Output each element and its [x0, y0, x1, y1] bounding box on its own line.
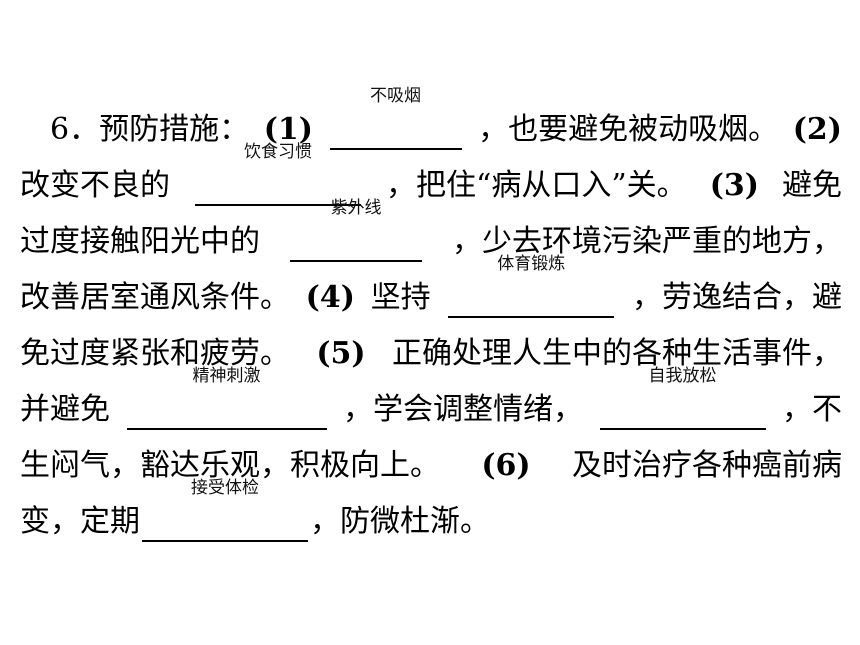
text-segment: 改变不良的 — [20, 168, 170, 203]
blank-answer: 自我放松 — [648, 366, 717, 386]
blank-answer: 接受体检 — [191, 478, 259, 498]
item-number: (5) — [316, 336, 366, 371]
fill-blank: 接受体检 — [142, 478, 308, 542]
item-number: (2) — [792, 112, 842, 147]
text-segment: ，劳逸结合，避 — [631, 280, 842, 315]
blank-answer: 不吸烟 — [370, 86, 422, 106]
text-segment: ，防微杜渐。 — [310, 504, 490, 539]
text-segment: ，不 — [782, 392, 842, 427]
fill-blank: 不吸烟 — [329, 86, 462, 150]
text-line-3: 过度接触阳光中的 紫外线 ，少去环境污染严重的地方， — [20, 198, 842, 262]
fill-blank: 体育锻炼 — [448, 254, 615, 318]
text-segment: 正确处理人生中的各种生活事件， — [391, 336, 842, 371]
text-segment: 6．预防措施： — [20, 112, 250, 147]
blank-answer: 饮食习惯 — [244, 142, 312, 162]
text-segment: 避免 — [781, 168, 842, 203]
document-page: 6．预防措施： (1) 不吸烟 ，也要避免被动吸烟。 (2) 改变不良的 饮食习惯 ，把住“… — [20, 0, 842, 645]
text-line-4: 改善居室通风条件。 (4) 坚持 体育锻炼 ，劳逸结合，避 — [20, 254, 842, 318]
text-segment: 并避免 — [20, 392, 110, 427]
text-segment: 过度接触阳光中的 — [20, 224, 260, 259]
text-segment: 坚持 — [370, 280, 431, 315]
text-segment: 改善居室通风条件。 — [20, 280, 290, 315]
text-segment: 生闷气，豁达乐观，积极向上。 — [20, 448, 440, 483]
fill-blank: 紫外线 — [290, 198, 422, 262]
blank-answer: 体育锻炼 — [497, 254, 566, 274]
fill-blank: 饮食习惯 — [195, 142, 361, 206]
item-number: (6) — [481, 448, 531, 483]
text-segment: 及时治疗各种癌前病 — [571, 448, 842, 483]
text-segment: ，也要避免被动吸烟。 — [478, 112, 779, 147]
text-line-1: 6．预防措施： (1) 不吸烟 ，也要避免被动吸烟。 (2) — [20, 86, 842, 150]
text-segment: ，把住“病从口入”关。 — [386, 168, 687, 203]
text-line-8: 变，定期 接受体检 ，防微杜渐。 — [20, 478, 842, 542]
item-number: (4) — [305, 280, 355, 315]
text-segment: 变，定期 — [20, 504, 140, 539]
blank-answer: 紫外线 — [330, 198, 382, 218]
text-line-6: 并避免 精神刺激 ，学会调整情绪， 自我放松 ，不 — [20, 366, 842, 430]
text-segment: ，少去环境污染严重的地方， — [452, 224, 842, 259]
text-line-2: 改变不良的 饮食习惯 ，把住“病从口入”关。 (3) 避免 — [20, 142, 842, 206]
fill-blank: 精神刺激 — [126, 366, 327, 430]
text-line-5: 免过度紧张和疲劳。 (5) 正确处理人生中的各种生活事件， — [20, 318, 842, 374]
item-number: (3) — [709, 168, 759, 203]
fill-blank: 自我放松 — [599, 366, 766, 430]
text-segment: 免过度紧张和疲劳。 — [20, 336, 290, 371]
blank-answer: 精神刺激 — [192, 366, 261, 386]
text-line-7: 生闷气，豁达乐观，积极向上。 (6) 及时治疗各种癌前病 — [20, 430, 842, 486]
item-number: (1) — [263, 112, 313, 147]
text-segment: ，学会调整情绪， — [343, 392, 583, 427]
